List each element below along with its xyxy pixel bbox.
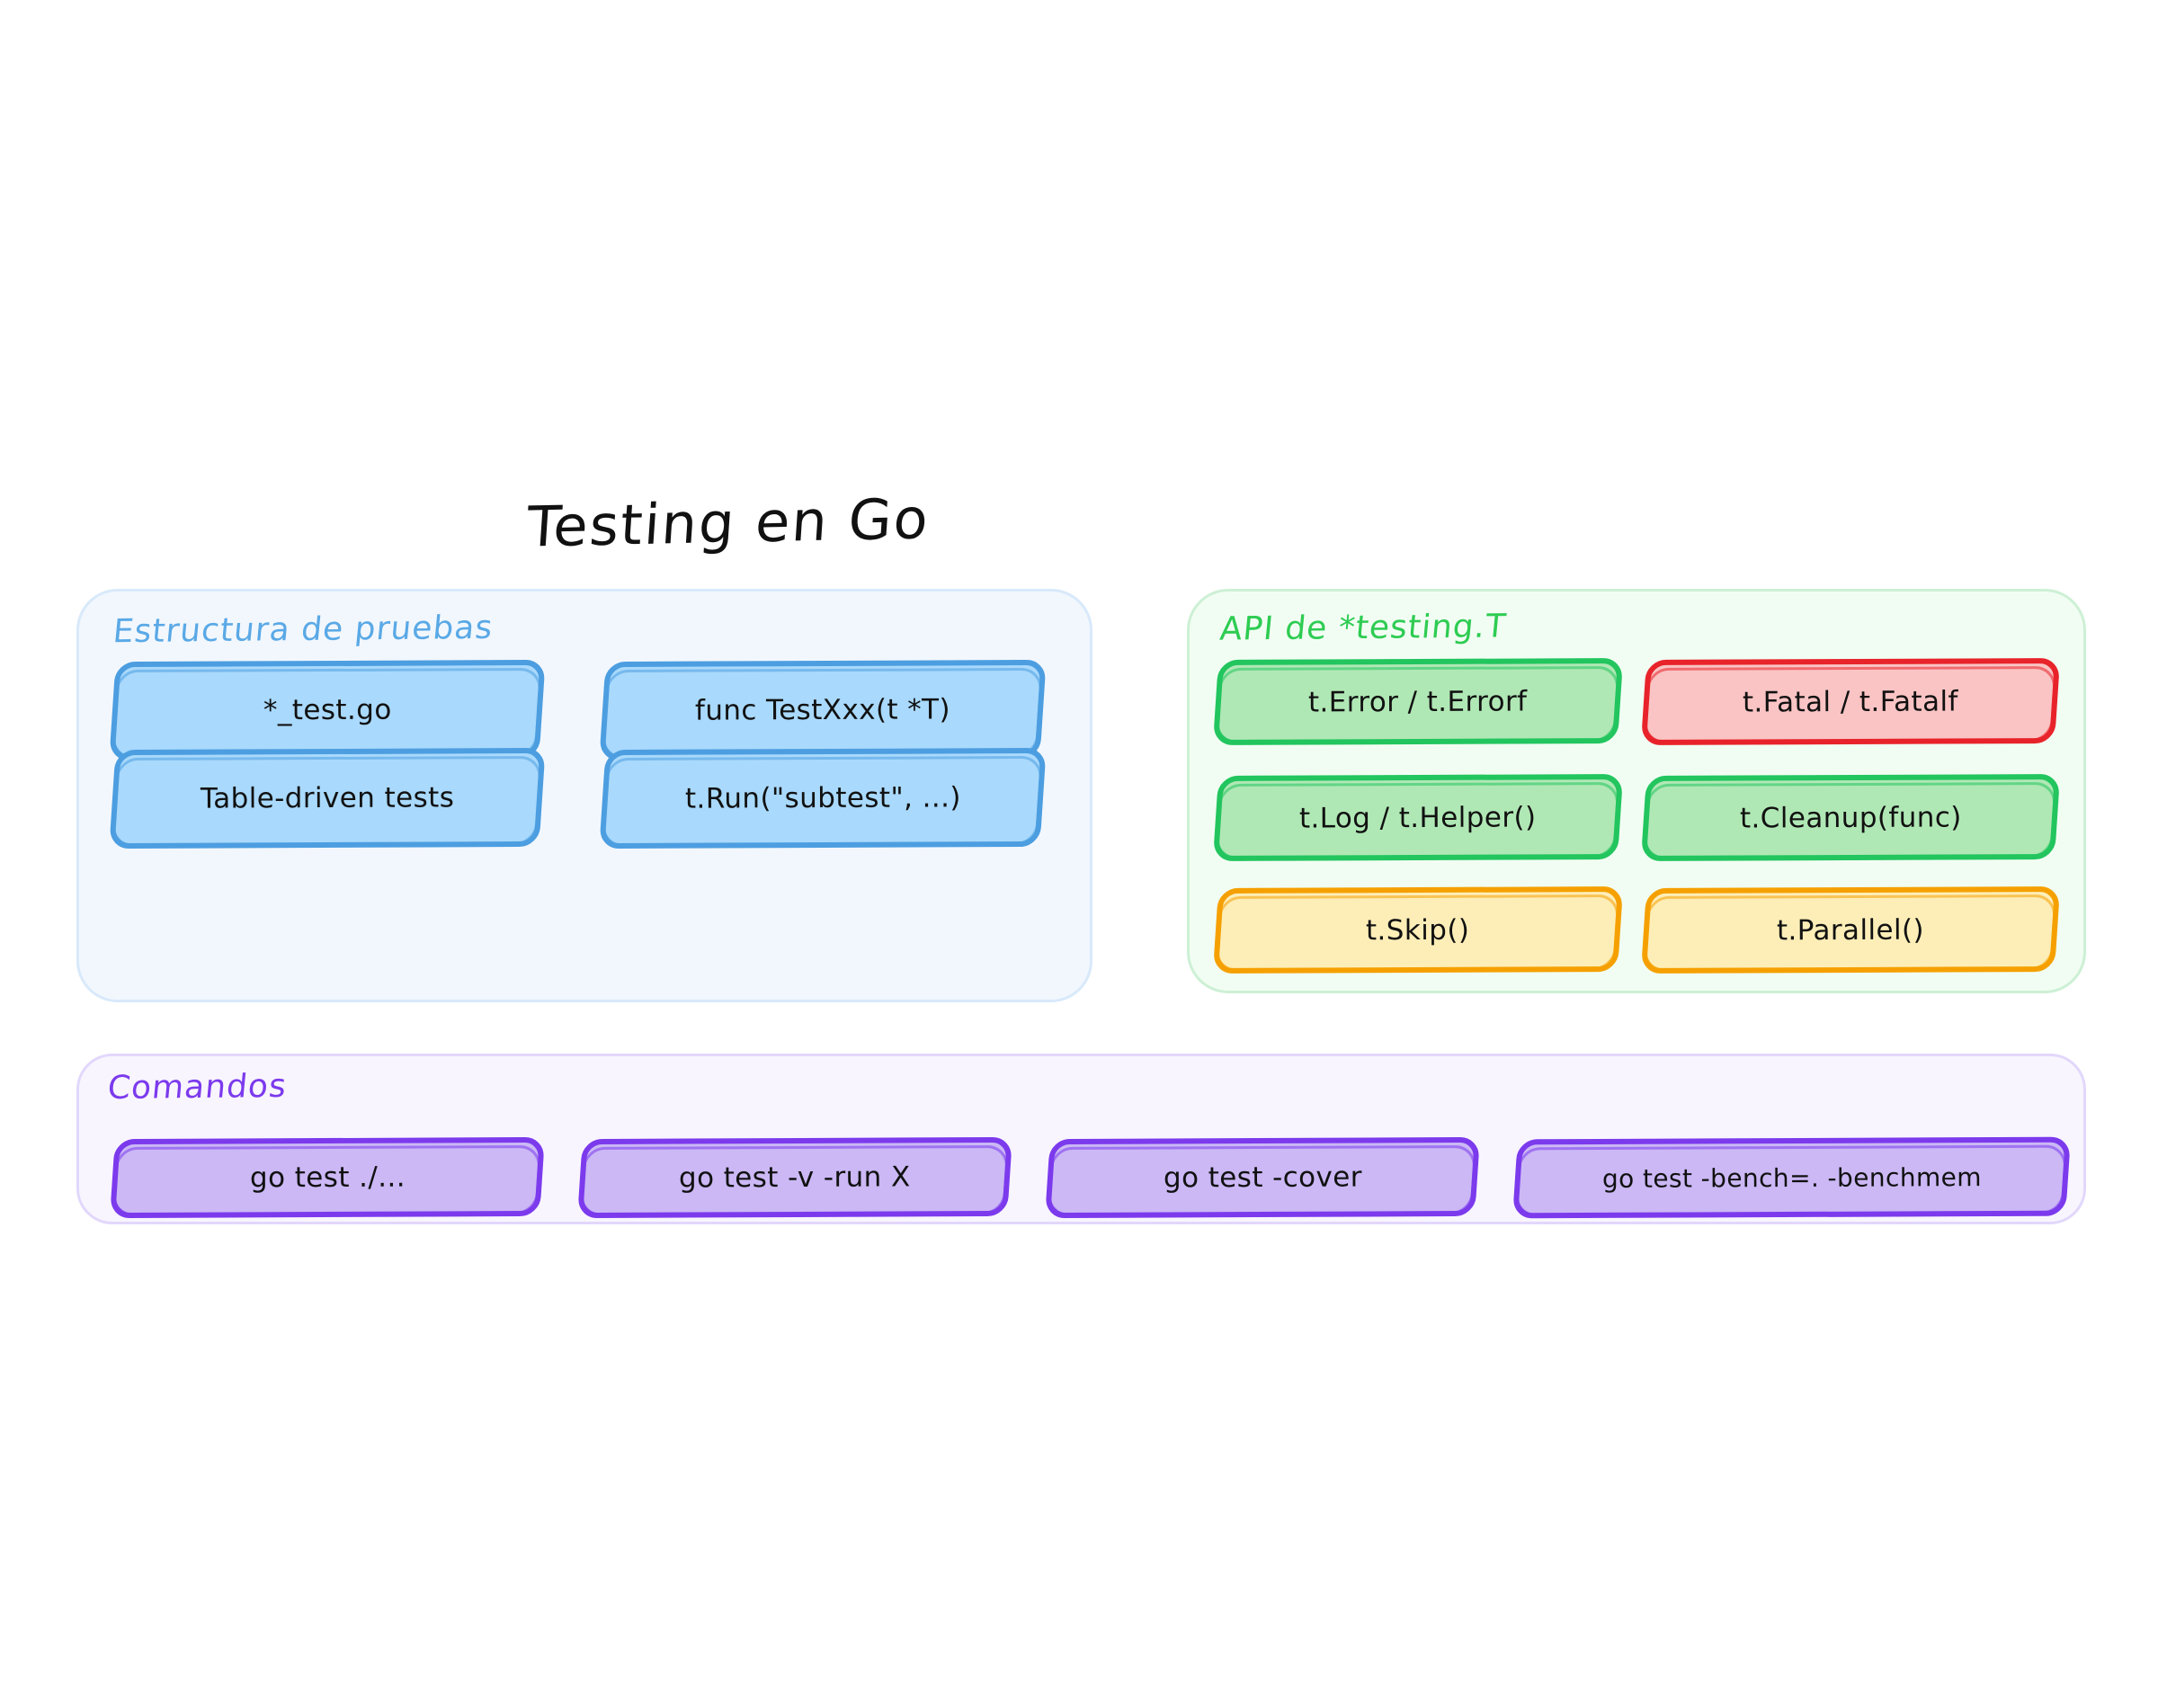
node-label: func TestXxx(t *T) bbox=[694, 693, 951, 727]
node-t-parallel[interactable]: t.Parallel() bbox=[1640, 885, 2061, 974]
node-label: go test -cover bbox=[1163, 1161, 1362, 1195]
node-cmd-go-test-verbose-run[interactable]: go test -v -run X bbox=[577, 1136, 1012, 1219]
node-t-error[interactable]: t.Error / t.Errorf bbox=[1212, 658, 1624, 745]
panel-title-api: API de *testing.T bbox=[1217, 608, 1509, 648]
node-t-fatal[interactable]: t.Fatal / t.Fatalf bbox=[1640, 657, 2061, 746]
node-cmd-go-test-bench[interactable]: go test -bench=. -benchmem bbox=[1512, 1136, 2071, 1219]
node-t-cleanup[interactable]: t.Cleanup(func) bbox=[1640, 773, 2061, 862]
node-cmd-go-test-cover[interactable]: go test -cover bbox=[1045, 1136, 1480, 1219]
node-label: go test -bench=. -benchmem bbox=[1601, 1161, 1982, 1194]
page-title: Testing en Go bbox=[524, 485, 932, 560]
node-label: t.Fatal / t.Fatalf bbox=[1742, 684, 1959, 719]
node-label: go test -v -run X bbox=[679, 1161, 911, 1195]
node-label: t.Skip() bbox=[1366, 913, 1470, 947]
node-label: t.Parallel() bbox=[1776, 913, 1925, 947]
node-cmd-go-test-all[interactable]: go test ./... bbox=[110, 1136, 545, 1219]
node-label: t.Log / t.Helper() bbox=[1299, 800, 1537, 835]
node-test-go-file[interactable]: *_test.go bbox=[109, 659, 546, 761]
node-label: t.Run("subtest", ...) bbox=[684, 781, 961, 815]
panel-title-comandos: Comandos bbox=[105, 1067, 289, 1108]
node-label: t.Error / t.Errorf bbox=[1308, 684, 1528, 719]
node-label: go test ./... bbox=[249, 1161, 406, 1195]
node-t-skip[interactable]: t.Skip() bbox=[1212, 886, 1624, 974]
panel-title-estructura: Estructura de pruebas bbox=[111, 609, 495, 651]
node-t-run-subtest[interactable]: t.Run("subtest", ...) bbox=[599, 747, 1047, 850]
node-label: Table-driven tests bbox=[200, 781, 455, 815]
node-label: *_test.go bbox=[263, 693, 392, 727]
node-table-driven-tests[interactable]: Table-driven tests bbox=[109, 747, 546, 850]
node-func-testxxx[interactable]: func TestXxx(t *T) bbox=[599, 659, 1047, 761]
node-label: t.Cleanup(func) bbox=[1739, 800, 1962, 835]
node-t-log-helper[interactable]: t.Log / t.Helper() bbox=[1212, 774, 1624, 861]
